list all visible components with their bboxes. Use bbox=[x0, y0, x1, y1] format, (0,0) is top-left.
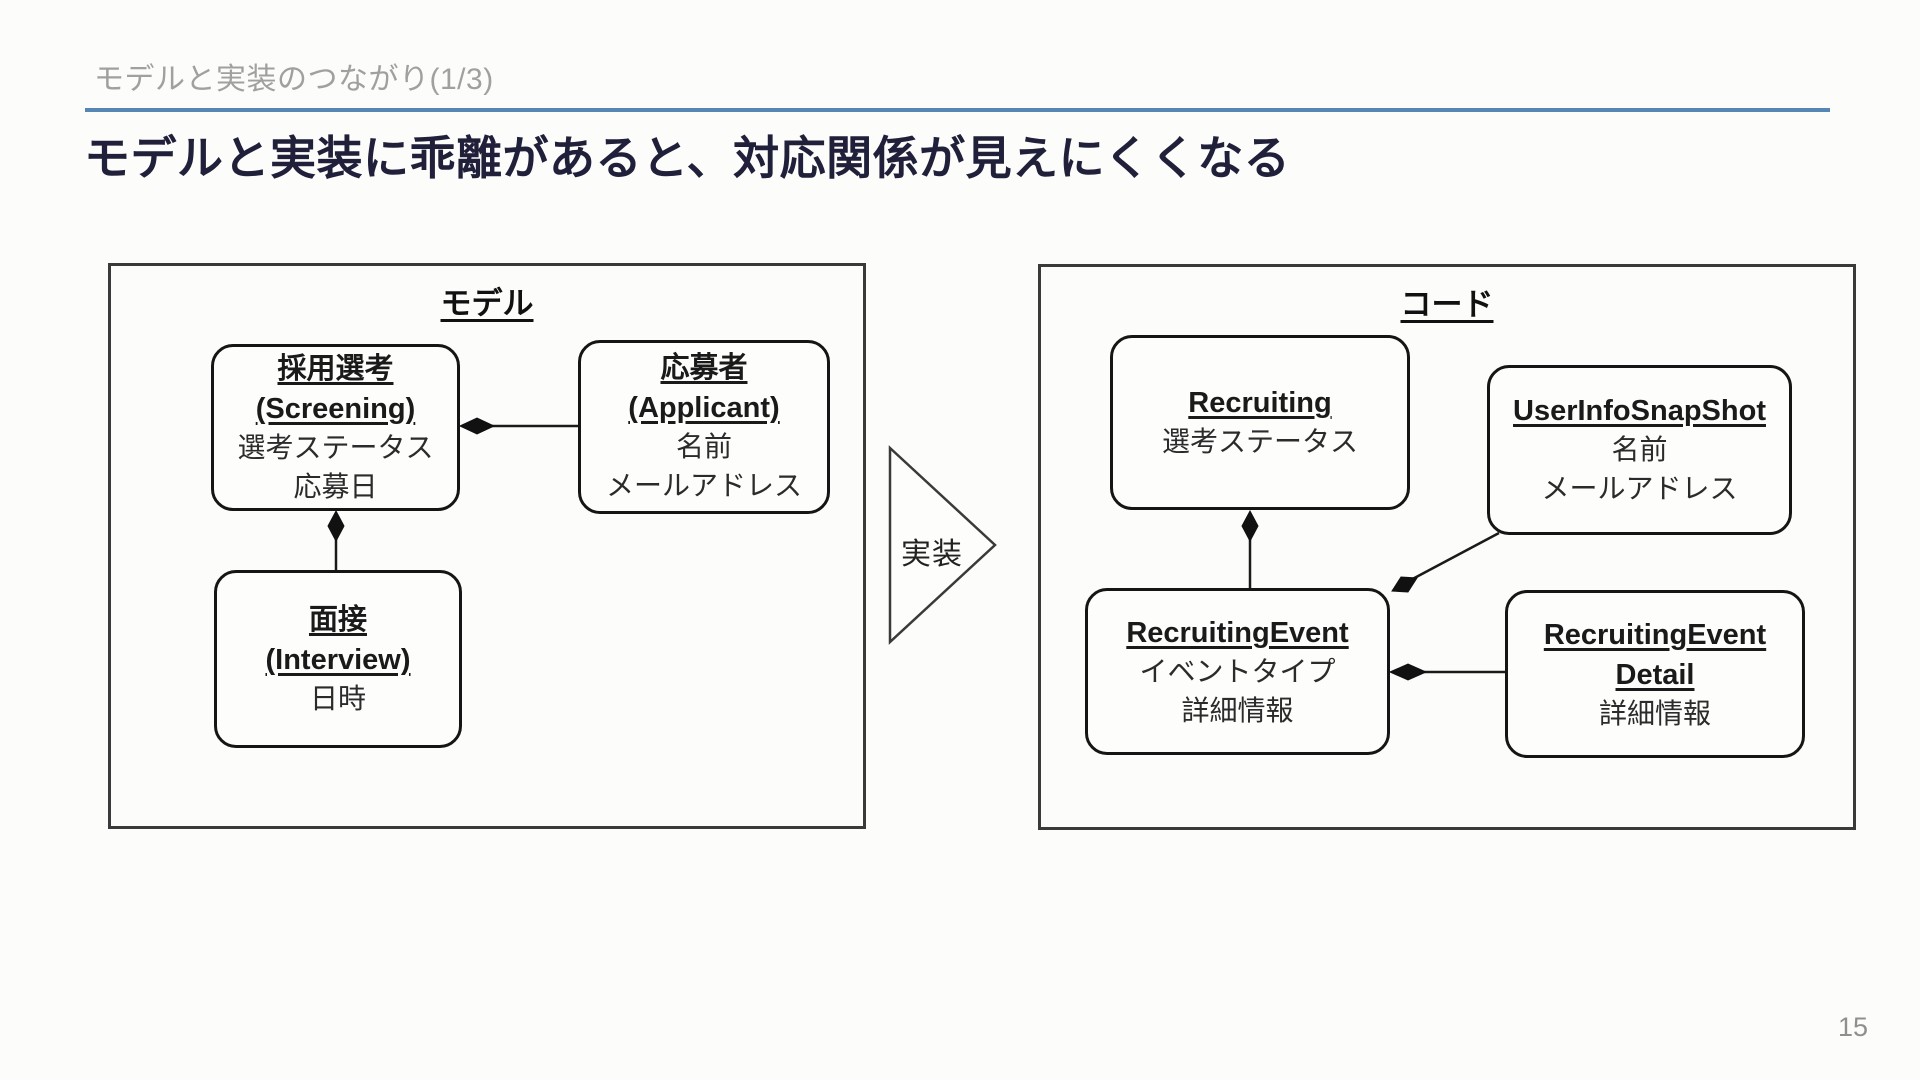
entity-box-recruitingeventdetail: RecruitingEvent Detail 詳細情報 bbox=[1505, 590, 1805, 758]
entity-attribute: 選考ステータス bbox=[1161, 426, 1358, 458]
model-panel: モデル bbox=[108, 263, 866, 829]
entity-attribute: イベントタイプ bbox=[1139, 655, 1336, 687]
entity-title: UserInfoSnapShot bbox=[1513, 395, 1766, 428]
entity-title: 応募者 bbox=[660, 352, 748, 385]
entity-attribute: 応募日 bbox=[293, 470, 378, 502]
page-title: モデルと実装に乖離があると、対応関係が見えにくくなる bbox=[84, 132, 1291, 184]
entity-attribute: 名前 bbox=[675, 431, 732, 463]
entity-title: RecruitingEvent bbox=[1126, 616, 1349, 649]
entity-box-userinfosnapshot: UserInfoSnapShot 名前 メールアドレス bbox=[1487, 365, 1792, 535]
entity-title: (Applicant) bbox=[628, 392, 780, 425]
entity-title: 面接 bbox=[308, 603, 367, 636]
entity-title: (Interview) bbox=[265, 643, 411, 676]
page-number: 15 bbox=[1838, 1012, 1869, 1042]
model-panel-label: モデル bbox=[440, 286, 534, 321]
entity-title: RecruitingEvent bbox=[1543, 618, 1767, 651]
entity-attribute: 名前 bbox=[1611, 434, 1668, 466]
code-panel-label: コード bbox=[1400, 287, 1494, 322]
entity-attribute: 日時 bbox=[309, 682, 366, 714]
entity-box-applicant: 応募者 (Applicant) 名前 メールアドレス bbox=[578, 340, 830, 514]
entity-box-recruitingevent: RecruitingEvent イベントタイプ 詳細情報 bbox=[1085, 588, 1390, 755]
entity-title: (Screening) bbox=[255, 392, 416, 425]
slide-header: モデルと実装のつながり(1/3) bbox=[94, 63, 494, 96]
entity-box-recruiting: Recruiting 選考ステータス bbox=[1110, 335, 1410, 510]
entity-title: 採用選考 bbox=[277, 352, 394, 385]
code-panel: コード bbox=[1038, 264, 1856, 830]
entity-attribute: メールアドレス bbox=[605, 470, 802, 502]
entity-title: Detail bbox=[1615, 658, 1695, 691]
entity-attribute: 詳細情報 bbox=[1181, 694, 1294, 726]
entity-box-screening: 採用選考 (Screening) 選考ステータス 応募日 bbox=[211, 344, 460, 511]
entity-title: Recruiting bbox=[1188, 387, 1332, 420]
entity-box-interview: 面接 (Interview) 日時 bbox=[214, 570, 462, 748]
entity-attribute: 選考ステータス bbox=[237, 431, 434, 463]
entity-attribute: 詳細情報 bbox=[1598, 697, 1711, 729]
implementation-arrow-label: 実装 bbox=[901, 538, 963, 571]
header-divider bbox=[85, 108, 1830, 112]
entity-attribute: メールアドレス bbox=[1541, 473, 1738, 504]
